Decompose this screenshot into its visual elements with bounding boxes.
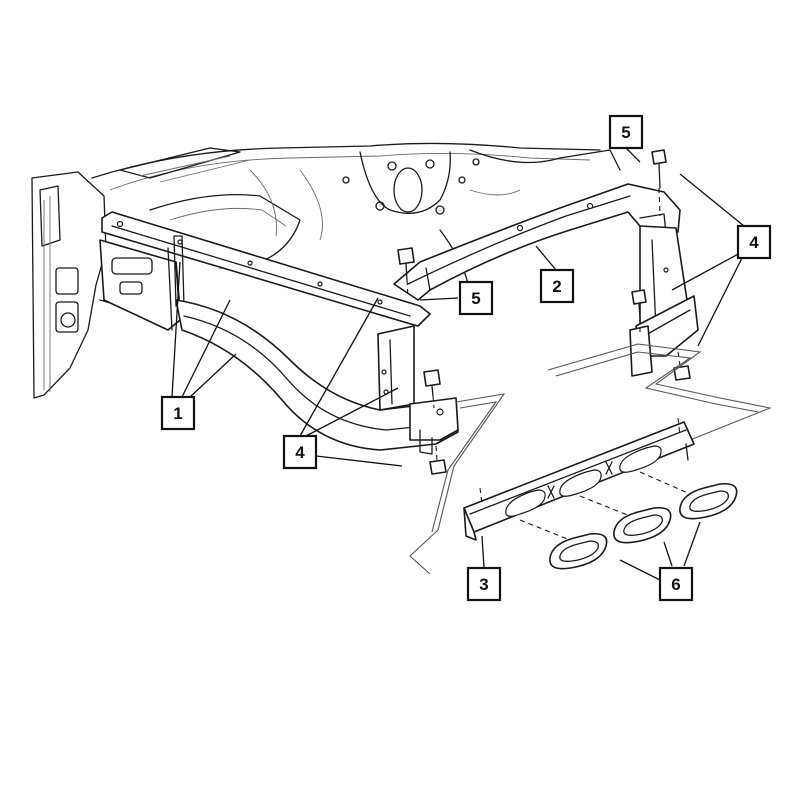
callout-5-top: 5	[608, 114, 644, 150]
part-3-lower-tie-bar	[463, 417, 695, 541]
isolator-middle	[613, 506, 672, 544]
callout-1-label: 1	[173, 404, 182, 423]
callout-4-right: 4	[736, 224, 772, 260]
callout-6: 6	[658, 566, 694, 602]
callout-6-label: 6	[671, 575, 680, 594]
callout-5-mid: 5	[458, 280, 494, 316]
part-4-right-lower-bracket	[629, 295, 699, 377]
bolt-lower-left	[423, 369, 441, 409]
callout-2: 2	[539, 268, 575, 304]
callout-2-label: 2	[552, 277, 561, 296]
part-1-upper-tie-bar	[99, 211, 431, 331]
isolator-left	[549, 532, 608, 570]
callout-4-left-label: 4	[295, 443, 305, 462]
callout-4-left: 4	[282, 434, 318, 470]
callout-4-right-label: 4	[749, 233, 759, 252]
callout-3-label: 3	[479, 575, 488, 594]
nut-right	[673, 351, 691, 381]
bolt-right-post	[631, 289, 647, 332]
bolt-mid-left	[397, 247, 415, 299]
vehicle-body-outline	[31, 142, 621, 399]
bolts	[397, 149, 691, 475]
part-2-upper-crossmember	[393, 183, 691, 341]
leader-lines	[171, 147, 745, 581]
frame-break-lines	[409, 343, 772, 575]
bolt-top-right	[651, 149, 667, 217]
callout-5-mid-label: 5	[471, 289, 480, 308]
callout-5-top-label: 5	[621, 123, 630, 142]
nut-lower-left	[429, 445, 447, 475]
callout-3: 3	[466, 566, 502, 602]
callout-1: 1	[160, 395, 196, 431]
part-6-isolators	[519, 471, 738, 570]
part-4-left-lower-rail	[175, 299, 459, 455]
isolator-right	[679, 482, 738, 520]
